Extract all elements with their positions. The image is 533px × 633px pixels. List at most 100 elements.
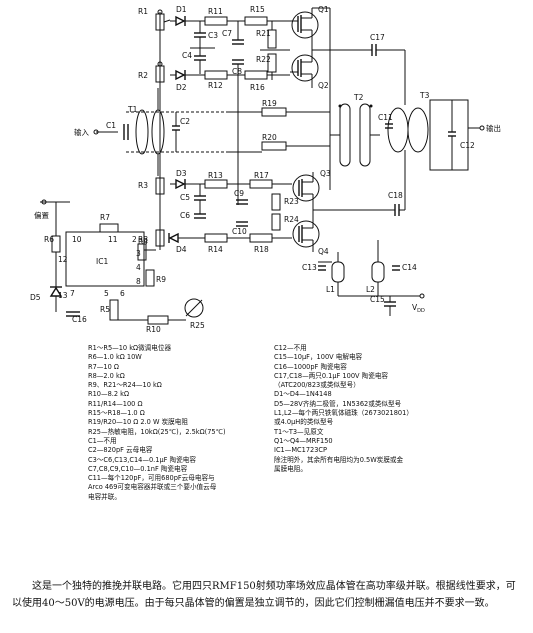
parts-list-line: R9、R21～R24—10 kΩ [88,381,162,390]
label-d4: D4 [176,245,187,254]
parts-list-line: 电容并联。 [88,492,121,501]
resistor-r5 [109,299,119,321]
label-t1: T1 [127,105,138,114]
vdd-label: VDD [412,303,425,314]
label-c5: C5 [180,193,190,202]
pin-12: 12 [58,255,68,264]
input-label: 输入 [74,127,89,137]
pin-6: 6 [120,289,125,298]
label-c11: C11 [378,113,393,122]
thermistor-r25 [184,298,204,318]
label-d5: D5 [30,293,41,302]
label-r1: R1 [138,7,148,16]
label-q4: Q4 [318,247,329,256]
parts-list-line: C15—10μF，100V 电解电容 [274,353,363,362]
label-r21: R21 [256,29,271,38]
label-d2: D2 [176,83,187,92]
diode-d3 [175,178,186,190]
resistor-r13 [204,179,228,189]
label-c7: C7 [222,29,232,38]
parts-list-line: R10—8.2 kΩ [88,390,130,399]
resistor-r16 [244,70,268,80]
parts-list-line: D5—28V齐纳二极管，1N5362或类似型号 [274,399,402,408]
label-r3: R3 [138,181,148,190]
parts-list-line: C2—820pF 云母电容 [88,446,153,455]
label-c6: C6 [180,211,190,220]
pin-7: 7 [70,289,75,298]
label-l1: L1 [326,285,335,294]
circuit-schematic: R1 D1 R11 R15 Q1 C3 C7 R21 C4 C8 R22 R2 … [30,5,501,334]
label-c15: C15 [370,295,385,304]
output-terminal [479,125,485,131]
resistor-r14 [204,233,228,243]
label-d1: D1 [176,5,187,14]
label-r4: R4 [138,237,148,246]
transformer-t3-secondary [407,107,429,153]
label-q3: Q3 [320,169,331,178]
mosfet-q1 [291,11,319,39]
label-r9: R9 [156,275,166,284]
parts-list-line: Q1～Q4—MRF150 [274,436,333,445]
label-r18: R18 [254,245,269,254]
parts-list-line: 除注明外，其余所有电阻均为0.5W炭膜或金 [274,455,404,464]
parts-list-line: C7,C8,C9,C10—0.1nF 陶瓷电容 [88,464,188,473]
label-t3: T3 [419,91,430,100]
parts-list-line: C16—1000pF 陶瓷电容 [274,362,347,371]
transformer-t1-secondary [151,109,165,155]
parts-list-line: Arco 469可变电容器并联或三个要小值云母 [88,483,217,492]
output-label: 输出 [486,123,501,133]
resistor-r20 [261,141,287,151]
parts-list-line: C12—不用 [274,344,307,352]
label-r19: R19 [262,99,277,108]
resistor-r7 [99,223,119,233]
parts-list-line: R25—热敏电阻，10kΩ(25℃)，2.5kΩ(75℃) [88,427,226,436]
diode-d1 [175,15,186,27]
pin-10: 10 [72,235,82,244]
label-c10: C10 [232,227,247,236]
label-r22: R22 [256,55,271,64]
label-c2: C2 [180,117,190,126]
label-c4: C4 [182,51,192,60]
parts-list-line: 或4.0μH的类似型号 [274,418,334,427]
vdd-terminal [419,293,425,299]
label-r5: R5 [100,305,110,314]
label-c13: C13 [302,263,317,272]
pin-4: 4 [136,263,141,272]
parts-list-line: 属膜电阻。 [274,464,307,473]
pin-3: 3 [136,249,141,258]
parts-list-line: C11—每个120pF，可用680pF云母电容与 [88,474,215,483]
pin-2: 2 [132,235,137,244]
label-c17: C17 [370,33,385,42]
transformer-t2-secondary [359,103,371,167]
pin-5: 5 [104,289,109,298]
parts-list-line: T1～T3—见原文 [274,427,324,436]
parts-list-line: R11/R14—100 Ω [88,399,143,408]
parts-list-line: IC1—MC1723CP [274,446,327,455]
label-c9: C9 [234,189,244,198]
bias-input-terminal [41,199,47,205]
label-c16: C16 [72,315,87,324]
resistor-r9 [145,269,155,287]
resistor-r12 [204,70,228,80]
diode-d4 [168,232,179,244]
label-r23: R23 [284,197,299,206]
resistor-r18 [249,233,273,243]
resistor-r11 [204,16,228,26]
label-c12: C12 [460,141,475,150]
resistor-r8 [137,243,147,261]
label-r16: R16 [250,83,265,92]
parts-list-line: L1,L2—每个两只铁氧体磁珠（2673021801） [274,409,413,418]
label-c1: C1 [106,121,116,130]
parts-list-line: C17,C18—两只0.1μF 100V 陶瓷电容 [274,371,389,380]
parts-list-line: R8—2.0 kΩ [88,371,125,380]
pin-8: 8 [136,277,141,286]
label-r14: R14 [208,245,223,254]
bias-label: 偏置 [34,210,49,220]
parts-list-line: R7—10 Ω [88,362,119,371]
label-r2: R2 [138,71,148,80]
label-l2: L2 [366,285,375,294]
parts-list-line: D1～D4—1N4148 [274,390,332,399]
label-r12: R12 [208,81,223,90]
